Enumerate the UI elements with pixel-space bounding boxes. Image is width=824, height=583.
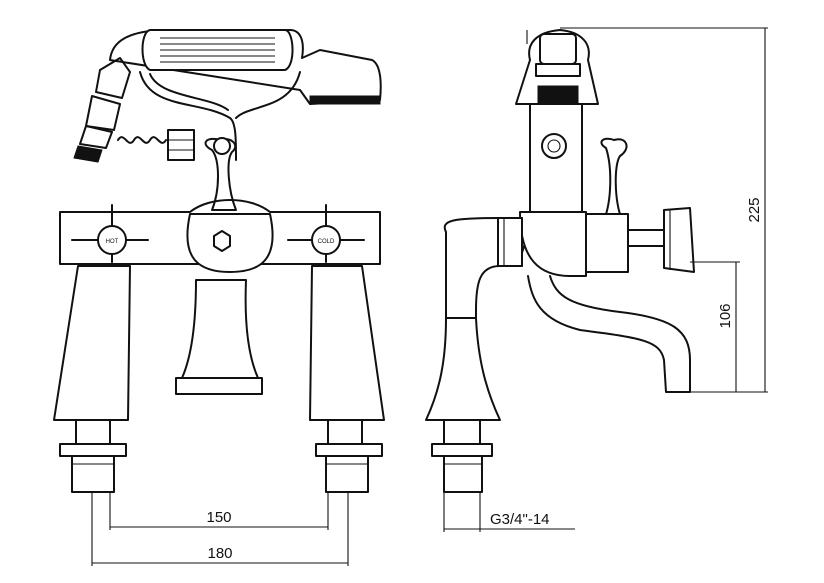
side-dimensions: G3/4"-14 106 225 [443,27,768,532]
front-view: HOT COLD [53,29,385,493]
thread-spec: G3/4"-14 [490,511,550,528]
diverter-lever [204,137,237,211]
dimension-150: 150 [206,509,231,526]
left-crosshead-handle: HOT [71,204,149,263]
front-dimensions: 150 180 [91,492,349,566]
shower-handset [73,29,382,163]
side-view [425,29,695,493]
hex-nut [213,230,231,252]
right-crosshead-handle: COLD [287,204,365,263]
cold-label: COLD [318,239,335,245]
dimension-180: 180 [207,545,232,562]
dimension-106: 106 [717,303,734,328]
dimension-225: 225 [746,197,763,222]
hot-label: HOT [106,239,119,245]
